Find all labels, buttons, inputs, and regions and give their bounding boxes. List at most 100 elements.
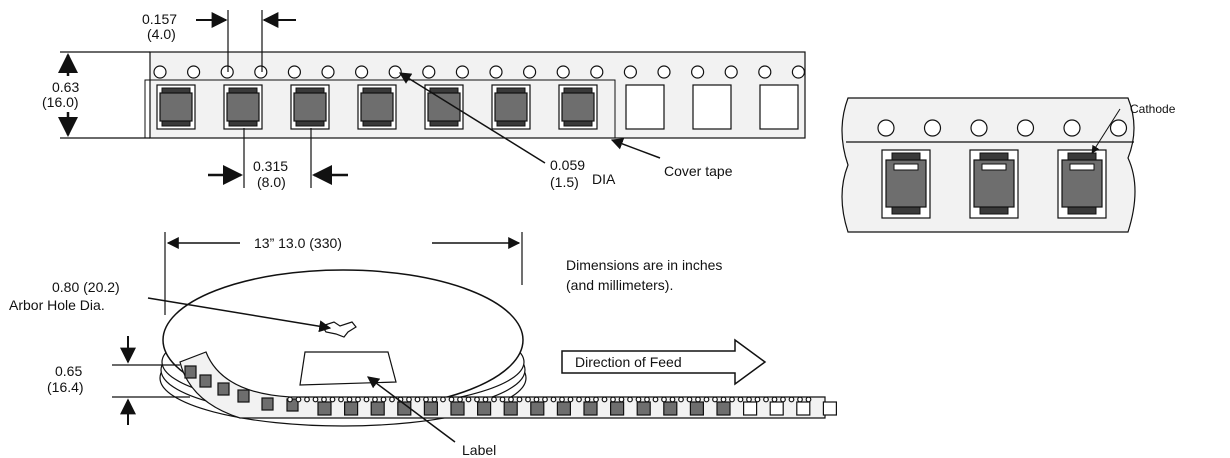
component-body	[609, 401, 625, 416]
component-lead	[496, 87, 526, 94]
reel-dimension: 13” 13.0 (330)	[164, 232, 523, 315]
sprocket-hole	[695, 396, 701, 403]
component-lead	[362, 120, 392, 127]
sprocket-hole	[1063, 119, 1081, 137]
carrier-tape-top	[144, 51, 806, 139]
sprocket-hole	[746, 396, 752, 403]
feed-tape-holes	[287, 396, 812, 403]
sprocket-hole	[414, 396, 421, 403]
component-lead	[295, 120, 325, 127]
sprocket-hole	[644, 396, 650, 403]
pocket-pitch-inches: 0.315	[253, 158, 288, 174]
sprocket-hole	[678, 396, 684, 403]
sprocket-hole	[923, 119, 942, 137]
sprocket-hole	[576, 396, 582, 403]
component-body	[716, 401, 731, 416]
sprocket-hole	[720, 396, 727, 403]
sprocket-hole	[584, 396, 591, 403]
sprocket-hole	[448, 396, 455, 403]
component-body	[663, 401, 678, 416]
pocket	[692, 84, 732, 130]
sprocket-hole	[601, 396, 608, 403]
component-body	[237, 389, 250, 403]
component-body	[344, 401, 359, 416]
component-body	[494, 92, 528, 122]
sprocket-hole	[550, 396, 557, 403]
sprocket-hole	[474, 396, 480, 403]
sprocket-hole	[406, 396, 412, 403]
cathode-band	[1069, 163, 1095, 171]
sprocket-hole	[791, 65, 806, 79]
note-line-1: Dimensions are in inches	[566, 257, 722, 273]
sprocket-hole	[525, 396, 531, 403]
direction-label: Direction of Feed	[575, 354, 682, 370]
reel-width-dimension: 0.65 (16.4)	[47, 336, 190, 425]
sprocket-hole	[635, 396, 642, 403]
sprocket-hole	[455, 65, 469, 79]
tape-width-dimension: 0.63 (16.0)	[42, 51, 150, 139]
component-body	[226, 92, 260, 122]
reel-diameter: 13” 13.0 (330)	[254, 235, 342, 251]
hole-diameter-callout: 0.059 (1.5) DIA	[398, 72, 616, 190]
component-lead	[228, 120, 258, 127]
sprocket-hole	[788, 396, 795, 403]
sprocket-hole	[321, 65, 335, 79]
sprocket-hole	[1109, 119, 1128, 137]
sprocket-hole	[522, 65, 537, 79]
sprocket-hole	[805, 396, 812, 403]
sprocket-hole	[363, 396, 370, 403]
hole-pitch-inches: 0.157	[142, 11, 177, 27]
sprocket-hole	[489, 65, 503, 79]
label-text: Label	[462, 442, 496, 458]
sprocket-hole	[329, 396, 336, 403]
hole-dia-inches: 0.059	[550, 157, 585, 173]
component-pockets-detail	[881, 149, 1107, 219]
pocket-pitch-mm: (8.0)	[257, 174, 286, 190]
sprocket-hole	[388, 65, 402, 79]
component-body	[261, 397, 274, 411]
sprocket-hole	[338, 396, 344, 403]
sprocket-hole	[389, 396, 395, 403]
cathode-band	[981, 163, 1007, 171]
cathode-band	[893, 163, 919, 171]
sprocket-hole	[457, 396, 463, 403]
hole-dia-mm: (1.5)	[550, 174, 579, 190]
pocket	[822, 401, 838, 416]
hole-pitch-mm: (4.0)	[147, 26, 176, 42]
tape-width-inches: 0.63	[52, 79, 79, 95]
sprocket-hole	[669, 396, 676, 403]
sprocket-hole	[758, 65, 772, 79]
sprocket-hole	[703, 396, 710, 403]
hole-pitch-dimension: 0.157 (4.0)	[142, 10, 296, 72]
sprocket-hole	[321, 396, 327, 403]
note-line-2: (and millimeters).	[566, 277, 673, 293]
sprocket-hole	[1016, 119, 1035, 137]
sprocket-hole	[304, 396, 310, 403]
component-lead	[362, 87, 392, 94]
sprocket-hole	[590, 65, 604, 79]
detail-view: Cathode	[841, 97, 1176, 233]
component-body	[636, 401, 651, 416]
sprocket-hole	[652, 396, 659, 403]
pocket	[625, 84, 665, 130]
sprocket-hole	[355, 396, 361, 403]
hole-dia-suffix: DIA	[592, 171, 616, 187]
component-body	[360, 92, 394, 122]
sprocket-hole	[355, 65, 369, 79]
sprocket-hole	[254, 65, 268, 79]
sprocket-hole	[516, 396, 523, 403]
arbor-callout: 0.80 (20.2) Arbor Hole Dia.	[9, 279, 332, 333]
component-body	[159, 92, 193, 122]
pocket-pitch-dimension: 0.315 (8.0)	[208, 128, 348, 190]
sprocket-hole	[797, 396, 803, 403]
component-lead	[563, 87, 593, 94]
sprocket-hole	[423, 396, 429, 403]
component-body	[293, 92, 327, 122]
sprocket-hole	[593, 396, 599, 403]
sprocket-hole	[295, 396, 302, 403]
component-lead	[161, 120, 191, 127]
sprocket-hole	[623, 65, 638, 79]
sprocket-hole	[657, 65, 671, 79]
component-body	[583, 401, 598, 416]
